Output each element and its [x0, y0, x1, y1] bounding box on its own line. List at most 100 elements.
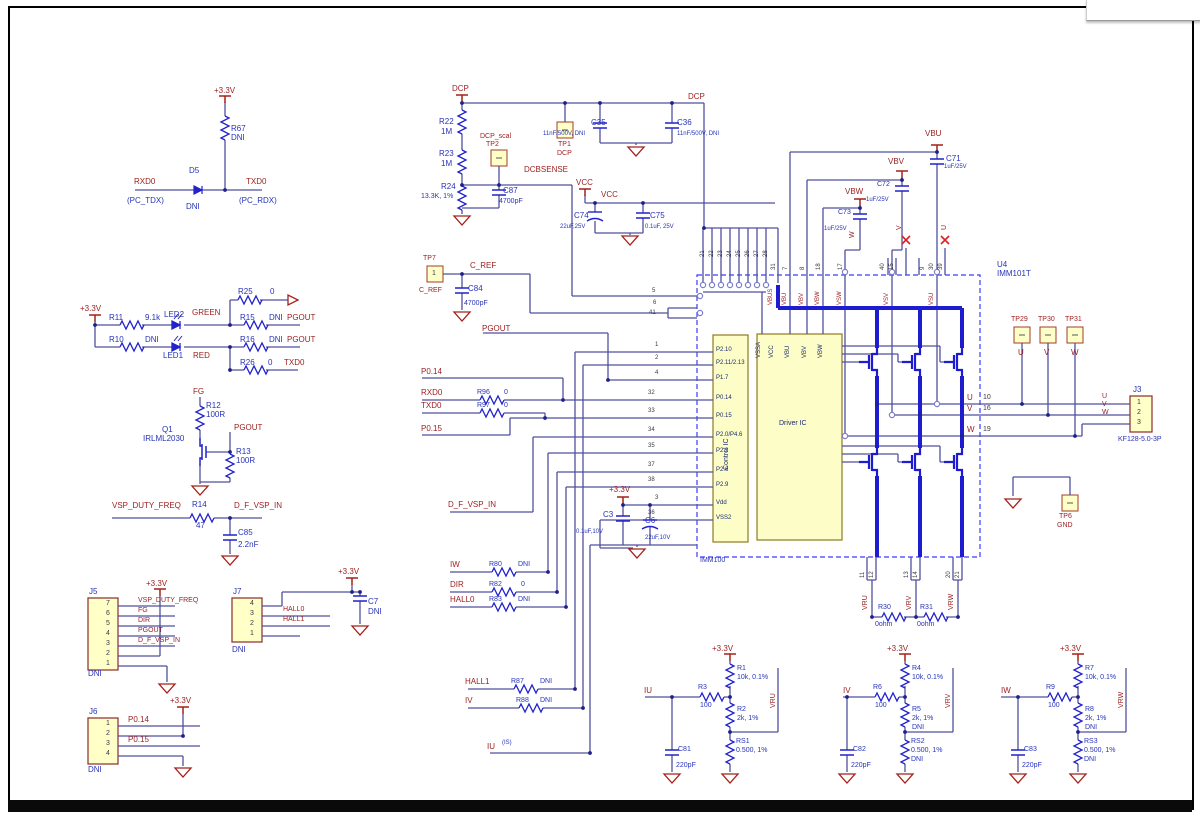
part-label: 0	[270, 287, 275, 296]
part-label: R16	[240, 335, 255, 344]
pin-label: P0.14	[716, 395, 732, 401]
part-label: DNI	[911, 756, 924, 763]
part-label: (PC_TDX)	[127, 196, 164, 205]
connector-j7	[231, 597, 263, 643]
pin-label: 20	[946, 571, 952, 578]
pin-label: 16	[983, 405, 991, 412]
net-label: GND	[1057, 522, 1073, 529]
net-label: +3.3V	[609, 485, 631, 494]
part-label: R80	[489, 561, 502, 568]
pin-label: 21	[955, 571, 961, 578]
part-label: 100R	[206, 410, 226, 419]
part-label: D5	[189, 166, 200, 175]
part-label: DNI	[232, 645, 246, 654]
net-label: VRW	[1118, 691, 1125, 708]
net-label: DCP	[452, 84, 469, 93]
part-label: R10	[109, 335, 124, 344]
net-label: VRU	[862, 595, 869, 610]
pin-label: 5	[106, 620, 110, 627]
pin-label: 12	[869, 571, 875, 578]
part-label: 2k, 1%	[1085, 715, 1107, 722]
pin-label: P2.10	[716, 347, 732, 353]
net-label: +3.3V	[1060, 644, 1082, 653]
part-label: C73	[838, 209, 851, 216]
pin-label: 1	[106, 720, 110, 727]
part-label: 2.2nF	[238, 540, 259, 549]
pin-label: 1	[432, 270, 436, 277]
pin-label: 7	[783, 266, 789, 270]
net-label: P0.15	[421, 424, 442, 433]
net-label: FG	[138, 607, 148, 614]
mosfet-q1-icon	[199, 438, 207, 466]
pin-label: 2	[106, 650, 110, 657]
net-label: P0.14	[421, 367, 442, 376]
part-label: R13	[236, 447, 251, 456]
net-label: PGOUT	[287, 313, 316, 322]
part-label: (IS)	[502, 740, 512, 746]
pin-label: P2.6	[716, 467, 729, 473]
part-label: R23	[439, 149, 454, 158]
net-label: IW	[450, 560, 460, 569]
part-label: 1M	[441, 159, 453, 168]
pin-label: 2	[106, 730, 110, 737]
part-label: R26	[240, 358, 255, 367]
net-label: W	[1071, 348, 1079, 357]
part-label: Q1	[162, 425, 173, 434]
net-label: VRV	[906, 595, 913, 610]
diode-d5-icon	[193, 185, 204, 195]
pin-label: 36	[648, 510, 655, 516]
net-label: VCC	[601, 190, 618, 199]
net-label: C_REF	[419, 287, 442, 294]
part-label: 1uF/25V	[944, 164, 967, 170]
part-label: J6	[89, 707, 98, 716]
net-label: TP30	[1038, 316, 1055, 323]
part-label: DNI	[912, 724, 925, 731]
part-label: DNI	[269, 335, 283, 344]
part-label: R15	[240, 313, 255, 322]
net-label: V	[1102, 401, 1107, 408]
part-label: DNI	[540, 678, 553, 685]
part-label: C72	[877, 181, 890, 188]
net-label: FG	[193, 387, 205, 396]
net-label: VBW	[845, 187, 864, 196]
net-label: C_REF	[470, 261, 497, 270]
part-label: IMM101T	[997, 269, 1031, 278]
part-label: C36	[677, 118, 692, 127]
pin-label: 13	[904, 571, 910, 578]
part-label: R30	[878, 604, 891, 611]
control-ic-block	[712, 334, 749, 543]
part-label: R4	[912, 665, 921, 672]
part-label: 0	[268, 358, 273, 367]
net-label: D_F_VSP_IN	[448, 500, 497, 509]
net-label: VSV	[884, 292, 890, 305]
part-label: C84	[468, 284, 483, 293]
part-label: C81	[678, 746, 691, 753]
part-label: 22uF,25V	[560, 224, 586, 230]
part-label: 0.1uF,10V	[576, 529, 604, 535]
pin-label: 33	[648, 408, 655, 414]
pin-label: 18	[816, 263, 822, 270]
part-label: R25	[238, 287, 253, 296]
pin-label: P0.15	[716, 413, 732, 419]
connector-j3	[1129, 395, 1153, 433]
part-label: 9.1k	[145, 313, 161, 322]
part-label: IMM100	[700, 557, 726, 564]
net-label: TP31	[1065, 316, 1082, 323]
pin-label: 30	[929, 263, 935, 270]
part-label: RS2	[911, 738, 925, 745]
pin-label: P2.11/2.13	[716, 360, 745, 366]
pin-label: 4	[250, 600, 254, 607]
part-label: DNI	[1085, 724, 1098, 731]
part-label: C85	[238, 528, 253, 537]
net-label: TP1	[558, 141, 571, 148]
part-label: 22uF,10V	[645, 535, 671, 541]
part-label: RS3	[1084, 738, 1098, 745]
net-label: HALL0	[283, 606, 305, 613]
part-label: R11	[109, 313, 124, 322]
pin-label: 1	[1137, 399, 1141, 406]
pin-label: 7	[106, 600, 110, 607]
part-label: R67	[231, 124, 246, 133]
part-label: R82	[489, 581, 502, 588]
